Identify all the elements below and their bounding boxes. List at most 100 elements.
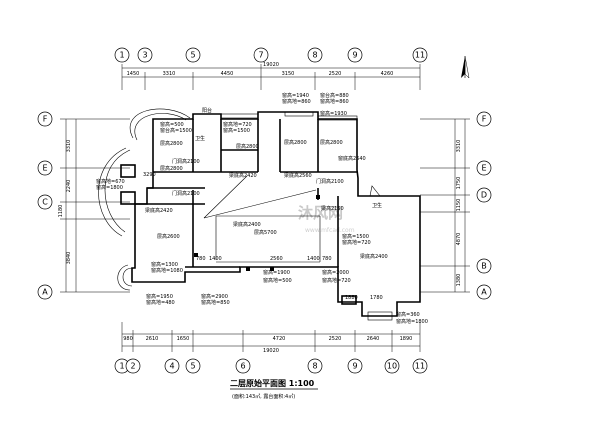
room-annotation: 梁高2150 xyxy=(321,205,344,212)
svg-text:1: 1 xyxy=(119,362,124,371)
top-dimension-lines xyxy=(121,64,421,90)
room-annotation: 1780 xyxy=(370,295,383,301)
axis-marker: 2 xyxy=(125,358,141,374)
room-annotation: 窗高=1900 xyxy=(263,269,290,276)
room-annotation: 卫生 xyxy=(195,135,205,142)
room-annotation: 窗高=2000 xyxy=(322,269,349,276)
svg-text:8: 8 xyxy=(312,51,317,60)
room-annotation: 窗高地=720 xyxy=(223,121,252,128)
axis-marker: 8 xyxy=(307,358,323,374)
axis-marker: 1 xyxy=(114,358,130,374)
room-annotation: 窗高=1500 xyxy=(342,233,369,240)
svg-text:1: 1 xyxy=(119,51,124,60)
dim-top-3: 4450 xyxy=(221,71,234,77)
room-annotation: 窗高=500 xyxy=(160,121,184,128)
room-annotation: 3290 xyxy=(143,172,156,178)
axis-marker: 9 xyxy=(347,47,363,63)
right-dimension-lines xyxy=(420,118,470,293)
north-arrow-icon xyxy=(461,55,470,79)
room-annotation: 层高5700 xyxy=(254,229,277,236)
left-dimension-lines xyxy=(60,118,130,293)
room-annotation: 窗高地=500 xyxy=(263,277,292,284)
dim-left-1: 3310 xyxy=(66,140,72,153)
room-annotation: 层高2800 xyxy=(320,139,343,146)
left-dimension-texts: 3310 2240 1180 3840 xyxy=(58,140,72,265)
dim-top-6: 4260 xyxy=(381,71,394,77)
axis-marker: C xyxy=(37,194,53,210)
dim-right-1: 3310 xyxy=(456,140,462,153)
axis-marker: 9 xyxy=(347,358,363,374)
room-annotation: 780 xyxy=(322,256,332,262)
svg-text:2: 2 xyxy=(130,362,135,371)
room-annotation: 窗高=360 xyxy=(396,311,420,318)
dim-bottom-1: 980 xyxy=(123,336,133,342)
axis-marker: 11 xyxy=(412,358,428,374)
drawing-title: 二层原始平面图 1:100 xyxy=(230,378,315,388)
room-annotation: 2560 xyxy=(270,256,283,262)
svg-text:E: E xyxy=(42,164,47,173)
room-annotation: 窗台高=1500 xyxy=(160,127,192,134)
axis-marker: D xyxy=(476,187,492,203)
top-axis-markers: 1 3 5 7 8 9 11 xyxy=(114,47,428,63)
room-annotation: 阳台 xyxy=(202,107,212,114)
watermark-brand: 沐风网 xyxy=(298,204,343,222)
left-axis-markers: F E C A xyxy=(37,111,53,300)
svg-text:11: 11 xyxy=(415,362,425,371)
room-annotation: 窗高地=1800 xyxy=(396,318,428,325)
axis-marker: 6 xyxy=(235,358,251,374)
room-annotation: 1400 xyxy=(307,256,320,262)
axis-marker: 4 xyxy=(164,358,180,374)
dim-bottom-7: 1890 xyxy=(400,336,413,342)
svg-text:D: D xyxy=(481,191,487,200)
svg-text:B: B xyxy=(481,262,487,271)
dim-right-4: 4870 xyxy=(456,233,462,246)
room-annotation: 窗高地=720 xyxy=(322,277,351,284)
room-annotation: 窗高=1930 xyxy=(320,110,347,117)
axis-marker: 1 xyxy=(114,47,130,63)
room-annotation: 门洞高2100 xyxy=(316,178,344,185)
drawing-title-block: 二层原始平面图 1:100 (面积:143㎡, 露台面积:4㎡) xyxy=(230,378,318,400)
room-annotation: 窗高地=720 xyxy=(342,239,371,246)
svg-text:6: 6 xyxy=(240,362,245,371)
room-annotation: 层高2800 xyxy=(236,143,259,150)
room-annotation: 门洞高2100 xyxy=(172,190,200,197)
svg-text:8: 8 xyxy=(312,362,317,371)
room-annotation: 梁底高2420 xyxy=(145,207,173,214)
svg-text:7: 7 xyxy=(258,51,263,60)
dim-bottom-6: 2640 xyxy=(367,336,380,342)
room-annotation: 梁底高2400 xyxy=(233,221,261,228)
dim-top-2: 3310 xyxy=(163,71,176,77)
room-annotation: 窗高地=860 xyxy=(282,98,311,105)
walls xyxy=(98,108,421,321)
axis-marker: 5 xyxy=(185,358,201,374)
watermark: 沐风网 www.mfcad.com xyxy=(298,204,355,234)
room-annotation: 门洞高2100 xyxy=(172,158,200,165)
room-annotation: 窗高地=850 xyxy=(201,299,230,306)
room-annotation: 窗高地=860 xyxy=(320,98,349,105)
axis-marker: 7 xyxy=(253,47,269,63)
drawing-subtitle: (面积:143㎡, 露台面积:4㎡) xyxy=(232,393,295,400)
room-annotation: 卫生 xyxy=(372,202,382,209)
watermark-url: www.mfcad.com xyxy=(305,227,355,234)
svg-text:11: 11 xyxy=(415,51,425,60)
room-annotation: 窗高=1940 xyxy=(282,92,309,99)
room-annotation: 窗高地=670 xyxy=(96,178,125,185)
axis-marker: 8 xyxy=(307,47,323,63)
room-annotation: 层高2600 xyxy=(157,233,180,240)
room-annotation: 梁底高2420 xyxy=(229,172,257,179)
dim-right-2: 1750 xyxy=(456,177,462,190)
top-dimension-texts: 1450 3310 4450 3150 2520 4260 19020 xyxy=(127,62,394,77)
dim-top-total: 19020 xyxy=(263,62,279,68)
room-annotation: 1400 xyxy=(209,256,222,262)
bottom-dimension-lines xyxy=(121,322,421,352)
axis-marker: 5 xyxy=(185,47,201,63)
dim-right-3: 1150 xyxy=(456,199,462,212)
axis-marker: E xyxy=(37,160,53,176)
axis-marker: E xyxy=(476,160,492,176)
room-annotation: 窗高=1300 xyxy=(151,261,178,268)
dim-top-4: 3150 xyxy=(282,71,295,77)
dim-bottom-4: 4720 xyxy=(273,336,286,342)
dim-left-4: 3840 xyxy=(66,252,72,265)
dim-right-5: 1380 xyxy=(456,274,462,287)
room-annotation: 1880 xyxy=(345,295,358,301)
